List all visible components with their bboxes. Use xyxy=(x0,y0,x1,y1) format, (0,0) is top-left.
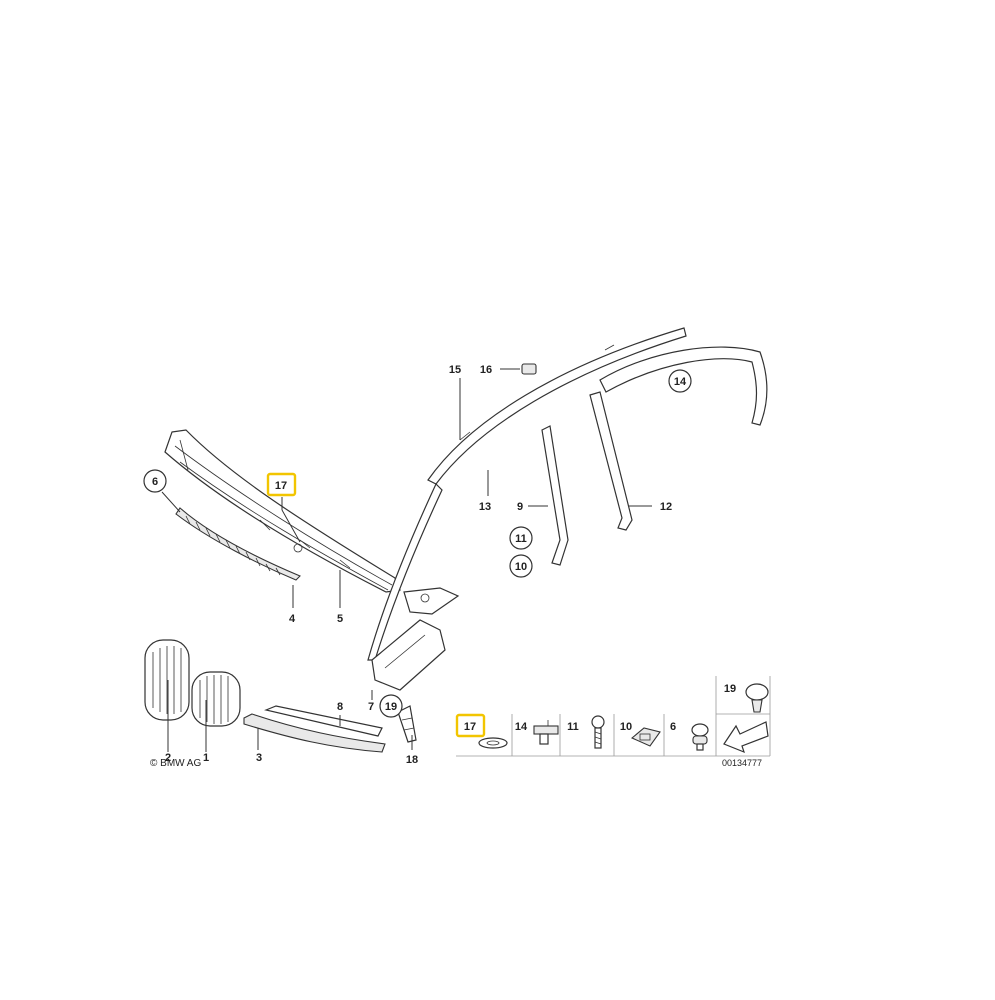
rivet-19-icon xyxy=(745,683,769,713)
legend-label-11: 11 xyxy=(567,721,579,733)
callout-circle-19 xyxy=(379,694,403,718)
washer-icon xyxy=(478,737,508,749)
callout-7: 7 xyxy=(368,701,374,713)
callout-16: 16 xyxy=(480,364,492,376)
callout-17: 17 xyxy=(275,480,287,492)
legend-label-17: 17 xyxy=(464,721,476,733)
callout-19: 19 xyxy=(385,701,397,713)
part-door-trim-9 xyxy=(541,425,569,566)
callout-6: 6 xyxy=(152,476,158,488)
legend-label-19: 19 xyxy=(724,683,736,695)
part-lower-trim-8 xyxy=(264,705,383,737)
callout-3: 3 xyxy=(256,752,262,764)
callout-1: 1 xyxy=(203,752,209,764)
callout-circle-10 xyxy=(509,554,533,578)
part-bracket-18 xyxy=(397,705,417,743)
callout-14: 14 xyxy=(674,376,687,388)
callout-12: 12 xyxy=(660,501,672,513)
copyright-text: © BMW AG xyxy=(150,758,201,769)
part-a-pillar-trim xyxy=(367,327,687,661)
callout-15: 15 xyxy=(449,364,461,376)
clip-14-icon xyxy=(533,720,559,745)
part-roof-trim xyxy=(599,346,768,426)
callout-10: 10 xyxy=(515,561,527,573)
callout-13: 13 xyxy=(479,501,491,513)
callout-circle-11 xyxy=(509,526,533,550)
legend-highlight-17 xyxy=(455,713,486,738)
legend-label-14: 14 xyxy=(515,721,528,733)
callout-circle-6 xyxy=(143,469,167,493)
part-kidney-grille-right xyxy=(191,671,241,727)
callouts: 6 17 4 5 15 16 14 13 9 12 11 10 8 7 19 1… xyxy=(143,364,692,769)
part-kidney-grille-left xyxy=(144,639,190,721)
screw-icon xyxy=(591,715,605,749)
part-bracket-7 xyxy=(371,587,460,691)
leader-lines xyxy=(161,368,652,752)
small-parts-table: 17 14 11 10 6 19 xyxy=(455,676,771,768)
drawing-number: 00134777 xyxy=(722,758,762,768)
part-lower-trim-3 xyxy=(243,713,386,753)
callout-2: 2 xyxy=(165,752,171,764)
callout-highlight-17 xyxy=(266,472,297,497)
clip-10-icon xyxy=(630,727,661,747)
direction-arrow-icon xyxy=(723,721,769,754)
legend-label-10: 10 xyxy=(620,721,632,733)
part-clip-16 xyxy=(521,363,537,375)
legend-label-6: 6 xyxy=(670,721,676,733)
part-door-trim-12 xyxy=(589,391,633,531)
part-seal-strip xyxy=(175,507,301,581)
callout-5: 5 xyxy=(337,613,343,625)
callout-4: 4 xyxy=(289,613,296,625)
callout-8: 8 xyxy=(337,701,343,713)
push-rivet-icon xyxy=(691,723,709,751)
callout-9: 9 xyxy=(517,501,523,513)
callout-circle-14 xyxy=(668,369,692,393)
callout-11: 11 xyxy=(515,533,527,545)
callout-18: 18 xyxy=(406,754,418,766)
